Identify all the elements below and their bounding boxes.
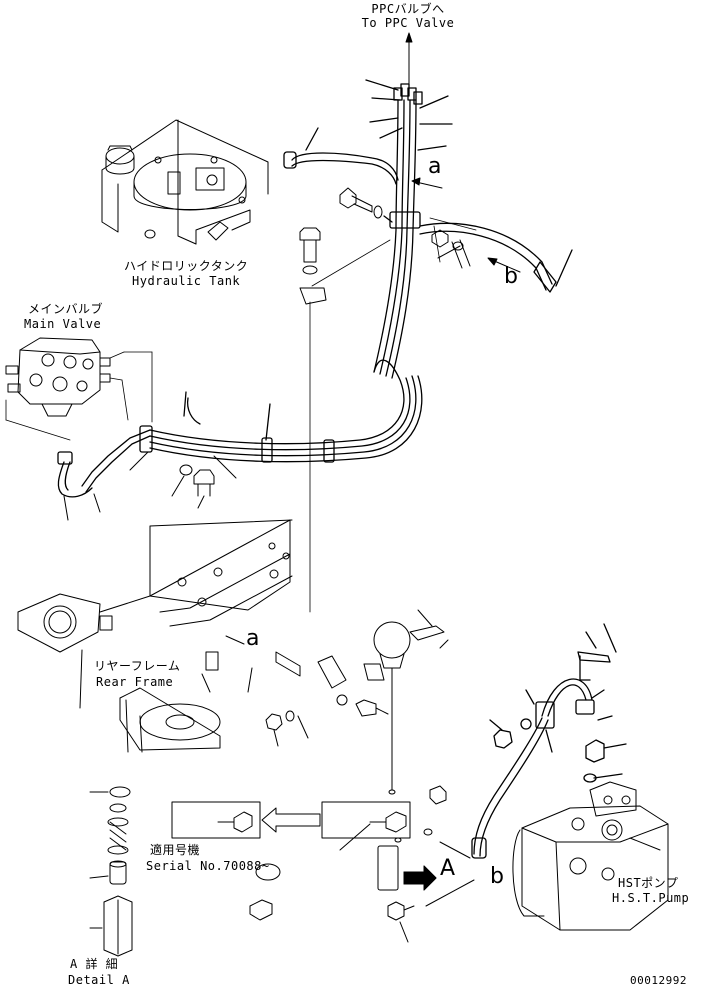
detail-a-parts [89,786,133,957]
callout-b-upper: b [504,264,519,289]
detail-a-label-en: Detail A [68,973,130,987]
main-valve [5,337,111,417]
hst-label-en: H.S.T.Pump [612,891,690,905]
main-valve-leaders [5,351,153,441]
serial-detail [171,801,411,839]
ppc-hose-bundle [365,79,453,379]
drawing-number: 00012992 [630,974,687,987]
ppc-label-en: To PPC Valve [361,16,455,30]
serial-label-en: Serial No.70088~ [146,859,270,873]
hydraulic-tank [101,119,269,245]
bolts-main-valve [63,451,237,521]
tank-hose [283,127,399,185]
callout-arrow-b-upper [487,257,521,273]
rear-frame-label-ja: リヤーフレーム [94,659,181,673]
callout-arrow-a-upper [411,177,443,189]
tank-label-en: Hydraulic Tank [132,274,241,288]
hose-b-upper [419,222,573,293]
serial-label-ja: 適用号機 [150,843,201,857]
callout-b-lower: b [490,864,505,889]
bolts-upper [299,187,471,305]
rear-frame-label-en: Rear Frame [96,675,174,689]
hst-label-ja: HSTポンプ [618,876,679,890]
detail-a-arrow [403,865,437,891]
ppc-label-ja: PPCバルブへ [371,2,445,16]
main-valve-label-ja: メインバルブ [28,302,104,316]
accumulator [373,609,449,791]
detail-a-label-ja: A 詳 細 [70,957,119,971]
hst-hose [471,623,627,859]
callout-A: A [440,856,456,881]
main-valve-hose-bundle [57,359,423,498]
callout-a-upper: a [428,154,442,179]
callout-a-lower: a [246,626,260,651]
tank-label-ja: ハイドロリックタンク [124,259,249,273]
clamp-set-lower [201,635,389,747]
main-valve-label-en: Main Valve [24,317,102,331]
rear-frame [17,519,293,753]
reference-lines [309,217,477,613]
hst-pump [512,781,669,931]
